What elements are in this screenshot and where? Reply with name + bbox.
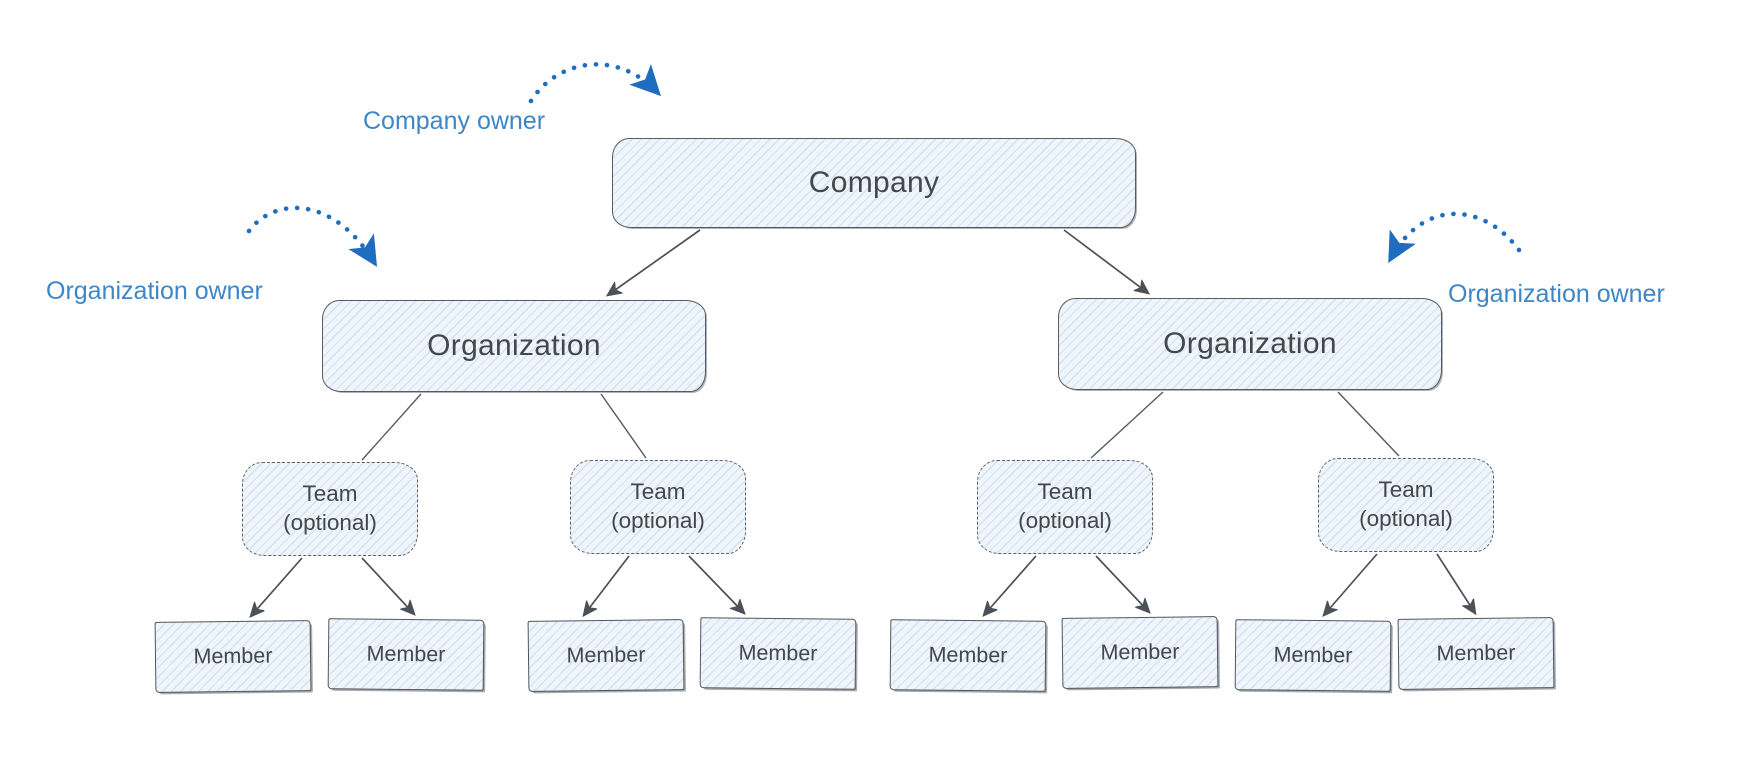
connector-team1-member1: [251, 557, 303, 616]
company-node: Company: [612, 138, 1136, 228]
team-optional-label: (optional): [1018, 508, 1112, 533]
connector-team3-member5: [984, 555, 1037, 615]
team-label: Team: [1037, 479, 1093, 505]
organization-label: Organization: [1163, 327, 1337, 360]
member-label: Member: [928, 642, 1008, 668]
company-owner-label: Company owner: [363, 107, 546, 135]
member-node: Member: [889, 619, 1047, 692]
team-node: Team (optional): [977, 460, 1153, 554]
member-node: Member: [1061, 616, 1219, 689]
connector-orgL-team2: [600, 393, 647, 459]
connector-team4-member7: [1324, 553, 1378, 615]
member-node: Member: [527, 619, 685, 692]
team-node: Team (optional): [570, 460, 746, 554]
team-label: Team: [1378, 477, 1434, 503]
connector-team3-member6: [1095, 555, 1149, 612]
team-optional-label: (optional): [611, 508, 705, 533]
connector-team2-member4: [688, 555, 744, 613]
team-node: Team (optional): [242, 462, 418, 556]
company-owner-arrow: [528, 62, 661, 104]
organization-label: Organization: [427, 329, 601, 362]
annotation-arrows: [246, 62, 1522, 267]
organization-owner-label-left: Organization owner: [46, 277, 263, 305]
organization-owner-left-arrow: [246, 205, 378, 267]
organization-node-left: Organization: [322, 300, 706, 392]
member-label: Member: [1100, 639, 1180, 665]
organization-to-team-connectors: [361, 391, 1400, 461]
connector-orgL-team1: [361, 393, 422, 461]
connector-team1-member2: [361, 557, 414, 614]
member-label: Member: [1273, 642, 1353, 668]
connector-team4-member8: [1436, 553, 1475, 613]
team-to-member-connectors: [251, 553, 1475, 616]
team-optional-label: (optional): [283, 510, 377, 535]
member-label: Member: [566, 642, 646, 668]
company-to-organization-connectors: [608, 229, 1148, 295]
member-node: Member: [154, 620, 312, 693]
company-label: Company: [808, 166, 940, 199]
member-label: Member: [1436, 640, 1516, 666]
member-label: Member: [366, 641, 446, 667]
connector-orgR-team3: [1090, 391, 1164, 459]
member-label: Member: [193, 643, 273, 669]
connector-orgR-team4: [1337, 391, 1400, 457]
connector-company-org-right: [1063, 229, 1148, 293]
organization-node-right: Organization: [1058, 298, 1442, 390]
team-label: Team: [302, 481, 358, 507]
member-node: Member: [699, 617, 857, 690]
team-optional-label: (optional): [1359, 506, 1453, 531]
member-node: Member: [1397, 617, 1555, 690]
connector-team2-member3: [584, 555, 630, 615]
member-node: Member: [327, 618, 485, 691]
team-label: Team: [630, 479, 686, 505]
connector-company-org-left: [608, 229, 701, 295]
organization-owner-label-right: Organization owner: [1448, 280, 1665, 308]
team-node: Team (optional): [1318, 458, 1494, 552]
organization-owner-right-arrow: [1388, 211, 1522, 264]
member-node: Member: [1234, 619, 1392, 692]
member-label: Member: [738, 640, 818, 666]
